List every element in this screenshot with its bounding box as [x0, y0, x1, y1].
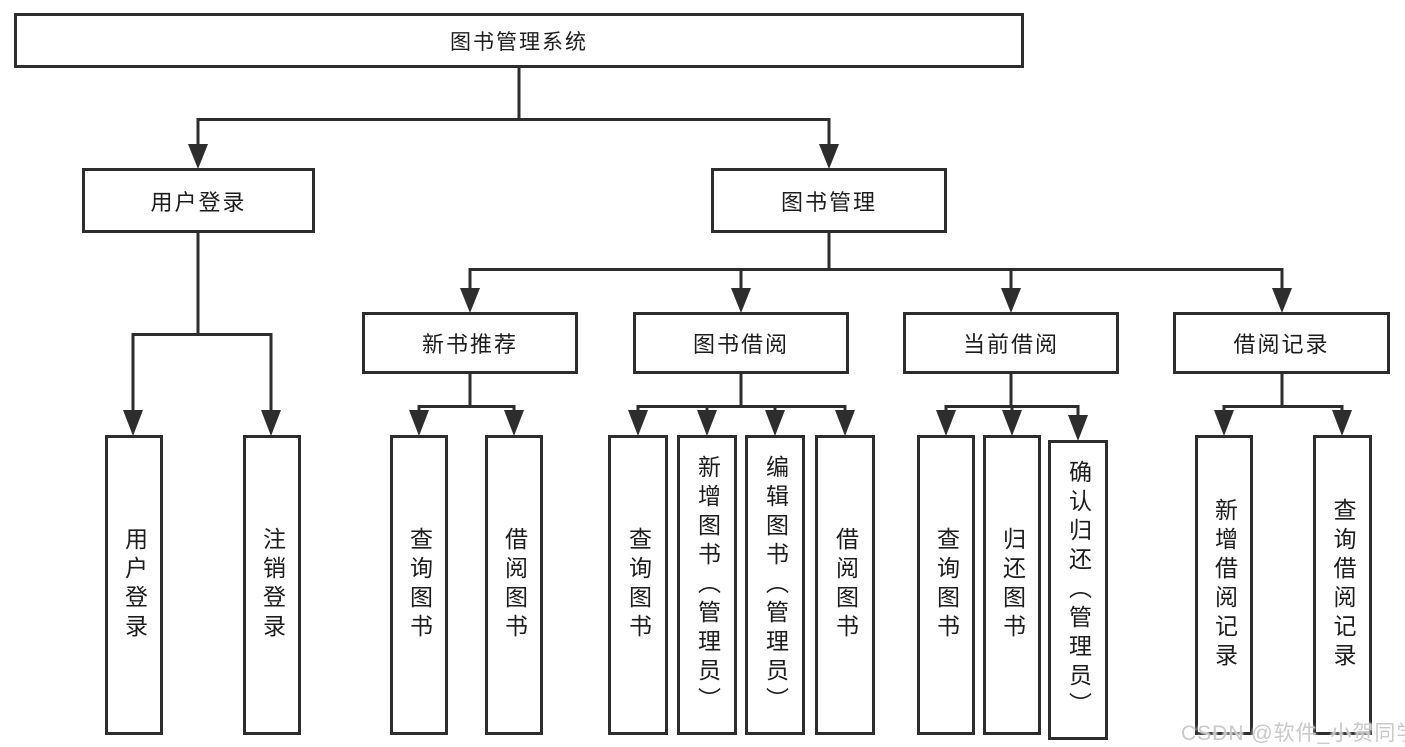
leaf-current-return-label: 归还图书 [999, 527, 1026, 643]
leaf-user-login-label: 用户登录 [121, 527, 148, 643]
node-book-management-label: 图书管理 [780, 189, 877, 215]
leaf-borrow-edit-admin: 编辑图书（管理员） [745, 435, 805, 735]
leaf-newbook-query-label: 查询图书 [406, 527, 433, 643]
leaf-current-return: 归还图书 [983, 435, 1041, 735]
leaf-logout: 注销登录 [243, 435, 301, 735]
connector-borrowrecord-to-leaves [1222, 374, 1344, 413]
leaf-current-query: 查询图书 [917, 435, 975, 735]
leaf-current-query-label: 查询图书 [933, 527, 960, 643]
node-new-book-recommend: 新书推荐 [362, 312, 578, 374]
leaf-current-confirm-admin: 确认归还（管理员） [1048, 440, 1108, 740]
leaf-user-login: 用户登录 [105, 435, 163, 735]
watermark: CSDN @软件_小贺同学 [1181, 722, 1405, 745]
connector-userlogin-to-leaves [131, 233, 273, 413]
leaf-record-add-label: 新增借阅记录 [1211, 498, 1238, 672]
arrowheads-newbook-leaves [409, 410, 524, 436]
leaf-borrow-query: 查询图书 [608, 435, 668, 735]
node-root-label: 图书管理系统 [450, 30, 588, 54]
node-new-book-recommend-label: 新书推荐 [421, 332, 518, 357]
leaf-newbook-borrow-label: 借阅图书 [501, 527, 528, 643]
leaf-record-add: 新增借阅记录 [1195, 435, 1253, 735]
node-book-borrow-label: 图书借阅 [692, 332, 789, 357]
leaf-newbook-borrow: 借阅图书 [485, 435, 543, 735]
node-root: 图书管理系统 [14, 13, 1024, 68]
leaf-borrow-add-admin: 新增图书（管理员） [677, 435, 737, 735]
node-current-borrow: 当前借阅 [903, 312, 1119, 374]
leaf-newbook-query: 查询图书 [390, 435, 448, 735]
arrowheads-bookborrow-leaves [628, 410, 855, 436]
arrowheads-userlogin-leaves [123, 410, 281, 436]
leaf-borrow-add-admin-label: 新增图书（管理员） [694, 454, 721, 716]
node-user-login-label: 用户登录 [150, 189, 247, 215]
leaf-borrow-borrow-label: 借阅图书 [832, 527, 859, 643]
leaf-borrow-query-label: 查询图书 [625, 527, 652, 643]
node-user-login: 用户登录 [82, 168, 315, 233]
node-current-borrow-label: 当前借阅 [962, 332, 1059, 357]
leaf-borrow-edit-admin-label: 编辑图书（管理员） [762, 454, 789, 716]
leaf-record-query-label: 查询借阅记录 [1330, 498, 1356, 672]
node-borrow-record-label: 借阅记录 [1233, 332, 1330, 357]
leaf-record-query: 查询借阅记录 [1313, 435, 1372, 735]
node-borrow-record: 借阅记录 [1173, 312, 1390, 374]
arrowheads-level2 [460, 288, 1292, 313]
leaf-borrow-borrow: 借阅图书 [815, 435, 875, 735]
arrowheads-level1 [188, 144, 839, 169]
connector-root-to-level1 [196, 68, 831, 146]
leaf-current-confirm-admin-label: 确认归还（管理员） [1065, 459, 1092, 721]
connector-bookborrow-to-leaves [636, 374, 847, 413]
arrowheads-borrowrecord-leaves [1214, 410, 1352, 436]
node-book-management: 图书管理 [711, 168, 947, 233]
connector-bookmgmt-to-level2 [468, 233, 1284, 290]
node-book-borrow: 图书借阅 [633, 312, 849, 374]
connector-newbook-to-leaves [417, 374, 516, 413]
leaf-logout-label: 注销登录 [259, 527, 286, 643]
arrowheads-currentborrow-leaves [936, 410, 1088, 441]
